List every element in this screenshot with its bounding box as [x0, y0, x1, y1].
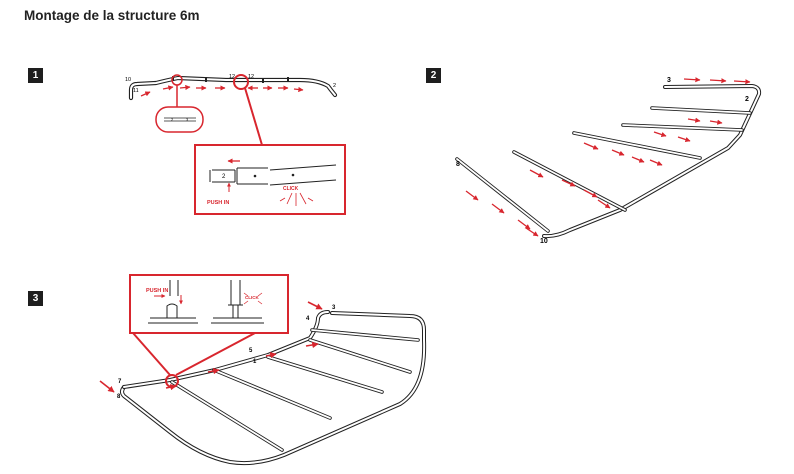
- step-1-diagram: 2 3 2 PUSH IN CLICK 10 11 12 12 2: [125, 74, 346, 215]
- step3-push-label: PUSH IN: [146, 288, 168, 294]
- step1-push-label: PUSH IN: [207, 200, 229, 206]
- step1-label-2: 2: [333, 83, 336, 89]
- page-title: Montage de la structure 6m: [24, 8, 200, 23]
- step1-tube-label-b: 3: [186, 117, 189, 122]
- step2-label-8: 8: [456, 161, 460, 168]
- step-1-badge: 1: [28, 68, 43, 83]
- step1-label-12a: 12: [229, 74, 235, 80]
- step-2-diagram: 3 2 8 10: [455, 77, 762, 245]
- step1-label-12b: 12: [248, 74, 254, 80]
- step3-label-3: 3: [332, 305, 336, 311]
- step1-click-label: CLICK: [283, 186, 299, 192]
- step3-click-label: CLICK: [245, 295, 259, 300]
- step3-label-4: 4: [306, 316, 310, 322]
- step-3-badge: 3: [28, 291, 43, 306]
- step3-label-8: 8: [117, 394, 121, 400]
- step1-label-10: 10: [125, 77, 131, 83]
- step2-arrows: [465, 77, 751, 237]
- step3-label-5: 5: [249, 348, 253, 354]
- step1-zoom-circle: [233, 74, 249, 90]
- step2-crossbars: [455, 106, 752, 233]
- step-3-diagram: PUSH IN CLICK 7 8 5 1 4 3: [99, 274, 427, 466]
- step-2-badge: 2: [426, 68, 441, 83]
- step3-crossbars: [170, 328, 420, 452]
- step1-label-11: 11: [133, 88, 139, 94]
- step1-zoom-tube-label: 2: [222, 174, 226, 180]
- step1-arrows: [140, 84, 304, 97]
- step2-label-10: 10: [540, 238, 548, 245]
- step1-tube-label-a: 2: [171, 117, 174, 122]
- step2-label-3: 3: [667, 77, 671, 84]
- step2-label-2: 2: [745, 96, 749, 103]
- step1-small-detail: [155, 106, 204, 133]
- step3-label-7: 7: [118, 379, 122, 385]
- step3-detail-box: [129, 274, 289, 334]
- step1-detail-box: [194, 144, 346, 215]
- step3-label-1: 1: [253, 359, 257, 365]
- step3-arrows: [99, 301, 323, 393]
- step3-zoom-circle: [165, 374, 179, 388]
